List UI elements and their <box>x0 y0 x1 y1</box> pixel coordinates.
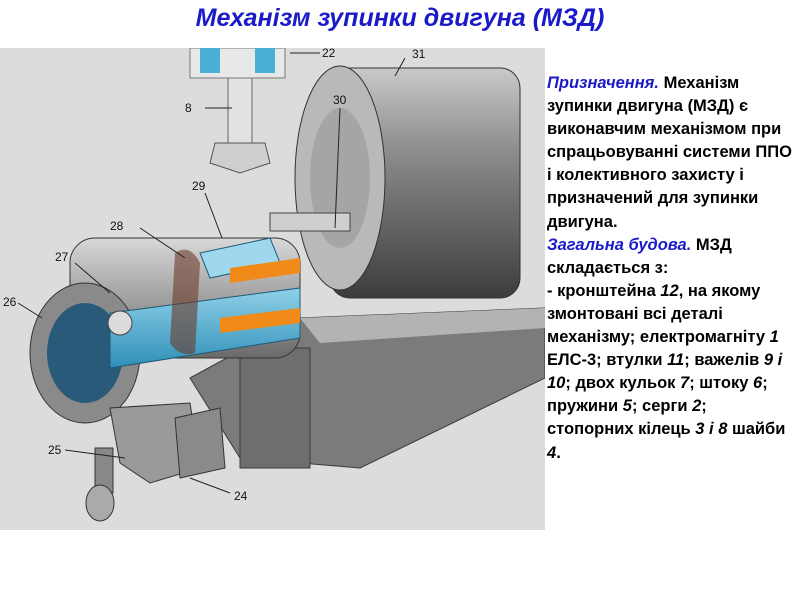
structure-mount-text: , на якому змонтовані всі деталі механіз… <box>547 281 770 347</box>
callout-labels <box>17 52 406 494</box>
callout-22: 22 <box>322 48 336 60</box>
lever-arms <box>85 402 226 522</box>
structure-earring-text: ; серги <box>631 397 693 416</box>
structure-intro: МЗД складається з: <box>547 235 732 277</box>
purpose-label: Призначення. <box>547 74 659 92</box>
description-panel: Призначення. Механізм зупинки двигуна (М… <box>547 72 797 465</box>
structure-paragraph: Загальна будова. МЗД складається з: - кр… <box>547 234 797 465</box>
part-number-3-8: 3 і 8 <box>695 420 728 439</box>
structure-spring-text: ; пружини <box>547 374 768 416</box>
structure-balls-text: ; двох кульок <box>565 374 681 393</box>
electromagnet-cylinder <box>294 65 521 299</box>
bolt-part <box>189 48 286 174</box>
mechanism-illustration: 22 31 8 30 29 28 27 26 25 24 <box>0 48 545 530</box>
part-number-9-10: 9 і 10 <box>547 351 783 393</box>
callout-8: 8 <box>185 101 192 115</box>
purpose-text: Механізм зупинки двигуна (МЗД) є виконав… <box>547 74 792 231</box>
callout-30: 30 <box>333 93 347 107</box>
structure-washer-text: шайби <box>727 420 786 439</box>
purpose-paragraph: Призначення. Механізм зупинки двигуна (М… <box>547 72 797 234</box>
callout-31: 31 <box>412 48 426 61</box>
structure-bracket-text: - кронштейна <box>547 281 661 300</box>
part-number-1: 1 <box>769 328 779 347</box>
electromagnet-model: ЕЛС-3 <box>547 351 597 370</box>
structure-end-text: . <box>556 443 561 462</box>
part-number-7: 7 <box>680 374 690 393</box>
callout-27: 27 <box>55 250 69 264</box>
structure-rings-text: ; стопорних кілець <box>547 397 707 439</box>
structure-levers-text: ; важелів <box>684 351 764 370</box>
part-number-4: 4 <box>547 443 557 462</box>
part-number-2: 2 <box>692 397 702 416</box>
callout-28: 28 <box>110 219 124 233</box>
callout-29: 29 <box>192 179 206 193</box>
structure-label: Загальна будова. <box>547 235 692 254</box>
callout-24: 24 <box>234 489 248 503</box>
part-number-6: 6 <box>753 374 763 393</box>
main-housing <box>29 237 301 424</box>
part-number-11: 11 <box>667 351 685 370</box>
callout-25: 25 <box>48 443 62 457</box>
part-number-12: 12 <box>660 281 679 300</box>
part-number-5: 5 <box>622 397 632 416</box>
callout-26: 26 <box>3 295 17 309</box>
slide-title: Механізм зупинки двигуна (МЗД) <box>195 4 605 32</box>
structure-sleeve-text: ; втулки <box>596 351 668 370</box>
structure-rod-text: ; штоку <box>689 374 754 393</box>
